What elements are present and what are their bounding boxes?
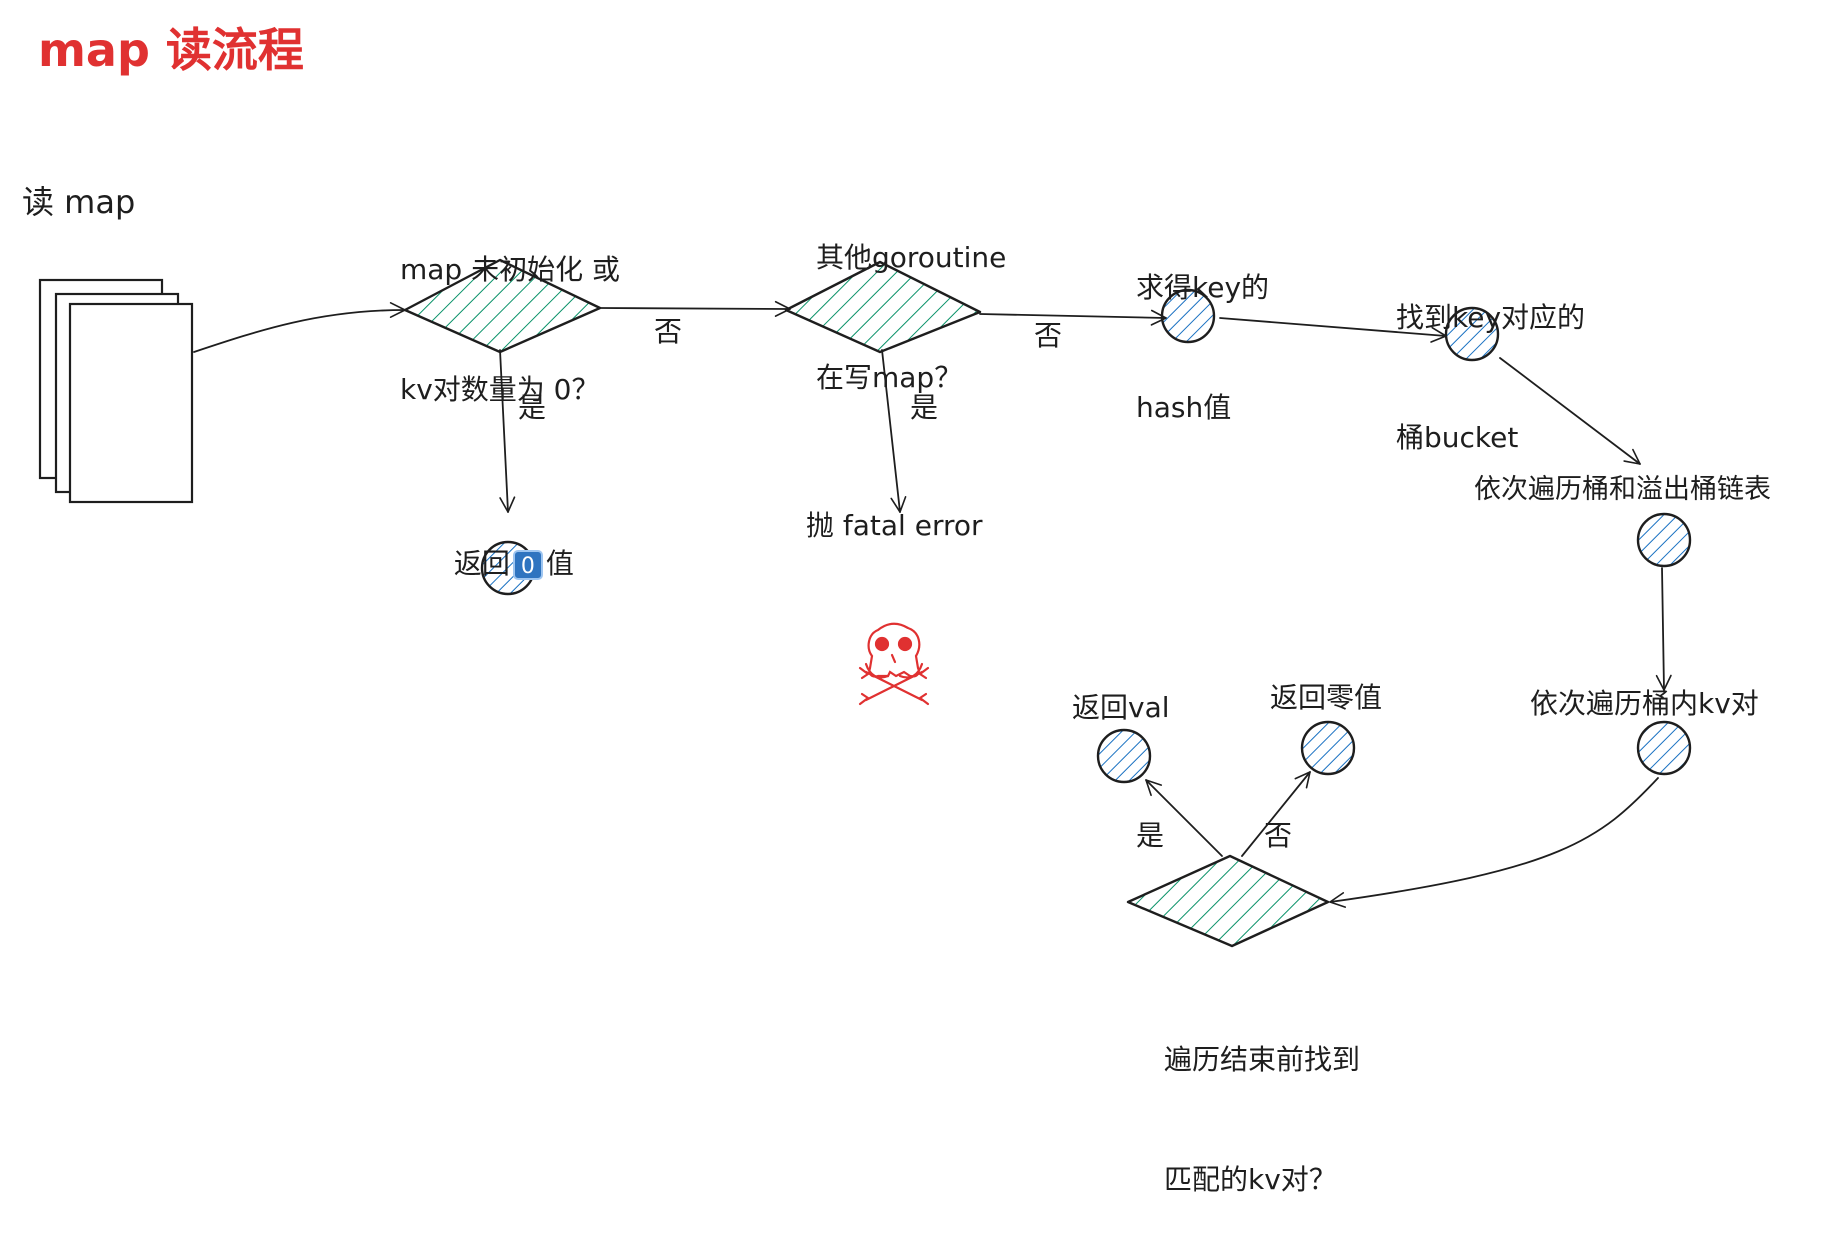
decision-init-diamond [403, 258, 602, 354]
decision-init-line-1: map 未初始化 或 [400, 253, 621, 286]
edge-start-to-init [193, 301, 406, 353]
decision-found-diamond [1126, 854, 1330, 948]
hash-line-1: 求得key的 [1136, 271, 1270, 304]
node-chain-circle [1636, 512, 1692, 568]
edge-found-yes [1145, 779, 1223, 857]
edge-label-init-no: 否 [654, 315, 683, 348]
node-return-val-circle [1096, 728, 1152, 784]
fatal-label: 抛 fatal error [806, 509, 983, 542]
return-zero-prefix: 返回 [453, 547, 510, 580]
edge-chain-to-kv [1655, 567, 1672, 691]
edge-kv-to-found [1329, 777, 1659, 908]
decision-init-label: map 未初始化 或 kv对数量为 0？ [400, 170, 620, 450]
edge-label-write-yes: 是 [910, 391, 939, 424]
decision-init-line-2: kv对数量为 0？ [400, 373, 600, 406]
decision-write-line-1: 其他goroutine [816, 241, 1007, 274]
decision-write-diamond [784, 260, 982, 354]
zero-badge-icon: 0 [512, 550, 543, 580]
return-zero2-label: 返回零值 [1270, 681, 1383, 714]
hash-label: 求得key的 hash值 [1136, 188, 1269, 468]
edge-found-no [1241, 771, 1311, 857]
edge-write-no [979, 309, 1167, 326]
bucket-label: 找到key对应的 桶bucket [1396, 218, 1585, 498]
edge-hash-to-bucket [1219, 317, 1447, 343]
document-stack-icon [38, 278, 194, 504]
bucket-line-1: 找到key对应的 [1396, 301, 1586, 334]
decision-write-label: 其他goroutine 在写map？ [816, 158, 1006, 438]
node-kv-circle [1636, 720, 1692, 776]
skull-crossbones-icon [858, 622, 930, 706]
node-return-zero2-circle [1300, 720, 1356, 776]
node-hash-circle [1160, 288, 1216, 344]
iterate-kv-label: 依次遍历桶内kv对 [1530, 687, 1759, 720]
decision-write-line-2: 在写map？ [816, 361, 963, 394]
edge-write-yes [881, 349, 907, 513]
node-bucket-circle [1444, 306, 1500, 362]
edge-label-found-yes: 是 [1136, 819, 1165, 852]
edge-label-init-yes: 是 [518, 391, 547, 424]
start-label: 读 map [22, 183, 136, 221]
edge-bucket-to-chain [1499, 357, 1641, 465]
decision-found-line-2: 匹配的kv对？ [1164, 1163, 1337, 1196]
flowchart-canvas [38, 258, 1692, 948]
iterate-chain-label: 依次遍历桶和溢出桶链表 [1474, 474, 1771, 505]
decision-found-line-1: 遍历结束前找到 [1164, 1043, 1361, 1076]
page-title: map 读流程 [38, 23, 304, 77]
edges [193, 300, 1672, 908]
edge-label-write-no: 否 [1034, 319, 1063, 352]
bucket-line-2: 桶bucket [1396, 421, 1519, 454]
edge-init-no [599, 300, 791, 317]
return-val-label: 返回val [1072, 691, 1170, 724]
return-zero-suffix: 值 [545, 547, 574, 580]
decision-found-label: 遍历结束前找到 匹配的kv对？ [1164, 960, 1360, 1240]
edge-init-yes [499, 349, 516, 513]
hash-line-2: hash值 [1136, 391, 1232, 424]
edge-label-found-no: 否 [1264, 819, 1293, 852]
